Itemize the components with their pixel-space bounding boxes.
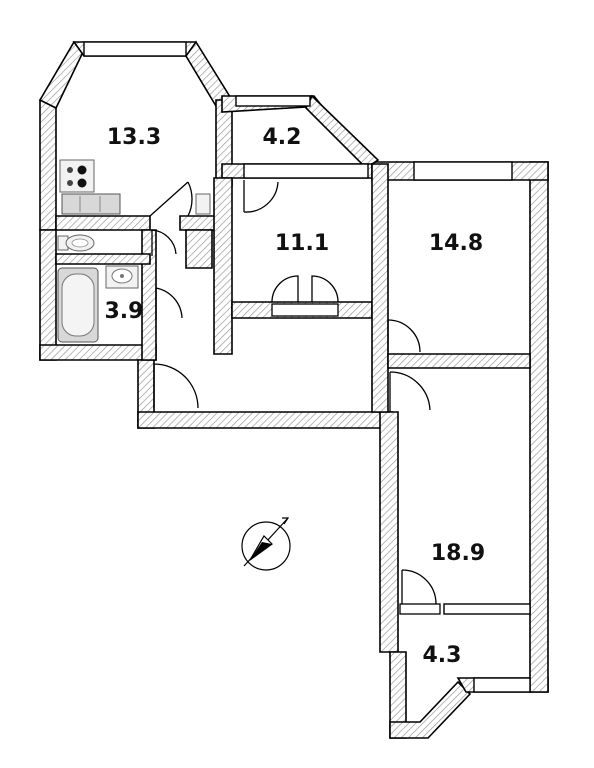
window-loggia-top bbox=[235, 95, 311, 107]
door-bath-swing bbox=[155, 287, 183, 319]
door-double-threshold bbox=[271, 303, 339, 317]
door-double-right-swing bbox=[311, 275, 339, 303]
wall-kitchen-left bbox=[39, 99, 57, 231]
wall-hall-stub bbox=[185, 229, 213, 269]
door-kitchen-leaf bbox=[149, 181, 189, 217]
wall-right bbox=[529, 161, 549, 693]
window-living-balcony bbox=[443, 603, 531, 615]
door-balcony-threshold bbox=[399, 603, 441, 615]
door-balcony-swing bbox=[401, 569, 437, 605]
toilet-icon bbox=[57, 234, 95, 252]
wall-loggia-diagonal bbox=[305, 94, 380, 170]
wall-kitchen-bottom bbox=[55, 215, 151, 231]
wall-bath-bottom bbox=[39, 344, 157, 361]
inner-walls bbox=[55, 163, 531, 413]
wall-corridor-bottom bbox=[137, 411, 393, 429]
wall-balcony-bottom-left bbox=[389, 680, 472, 739]
wall-bedroom-small-left bbox=[213, 177, 233, 355]
wall-middle-vertical bbox=[371, 163, 389, 413]
room-area-balcony: 4.3 bbox=[423, 643, 462, 668]
wall-toilet-bottom bbox=[55, 253, 151, 265]
door-living-swing bbox=[389, 371, 431, 411]
room-area-living: 18.9 bbox=[431, 541, 485, 566]
door-loggia-swing bbox=[243, 181, 279, 213]
wall-right-room-divider bbox=[387, 353, 531, 369]
wall-kitchen-upper-left bbox=[38, 40, 85, 110]
door-double-left-swing bbox=[271, 275, 299, 303]
window-kitchen-top bbox=[83, 41, 187, 57]
room-area-bathroom: 3.9 bbox=[105, 299, 144, 324]
fixtures bbox=[57, 159, 211, 343]
door-toilet-swing bbox=[151, 229, 177, 255]
washbasin-icon bbox=[105, 265, 139, 289]
wall-bath-right bbox=[141, 229, 157, 361]
room-labels: 13.3 4.2 11.1 14.8 3.9 18.9 4.3 bbox=[105, 125, 486, 668]
room-area-bedroom-small: 11.1 bbox=[275, 231, 329, 256]
sink-icon bbox=[61, 193, 211, 215]
compass-icon bbox=[241, 517, 291, 571]
window-bedroom-small bbox=[243, 163, 369, 179]
window-bedroom-right bbox=[413, 161, 513, 181]
stove-icon bbox=[59, 159, 95, 193]
doors bbox=[149, 180, 441, 615]
room-area-kitchen: 13.3 bbox=[107, 125, 161, 150]
room-area-bedroom-right: 14.8 bbox=[429, 231, 483, 256]
wall-bath-left bbox=[39, 229, 57, 361]
room-area-loggia-top: 4.2 bbox=[263, 125, 302, 150]
door-bedroom-right-swing bbox=[387, 319, 421, 353]
door-kitchen-swing bbox=[187, 181, 193, 217]
window-balcony-bottom bbox=[473, 677, 531, 693]
windows bbox=[83, 41, 531, 693]
bathtub-icon bbox=[57, 267, 99, 343]
wall-living-left bbox=[379, 411, 399, 653]
door-entrance-swing bbox=[153, 363, 199, 409]
